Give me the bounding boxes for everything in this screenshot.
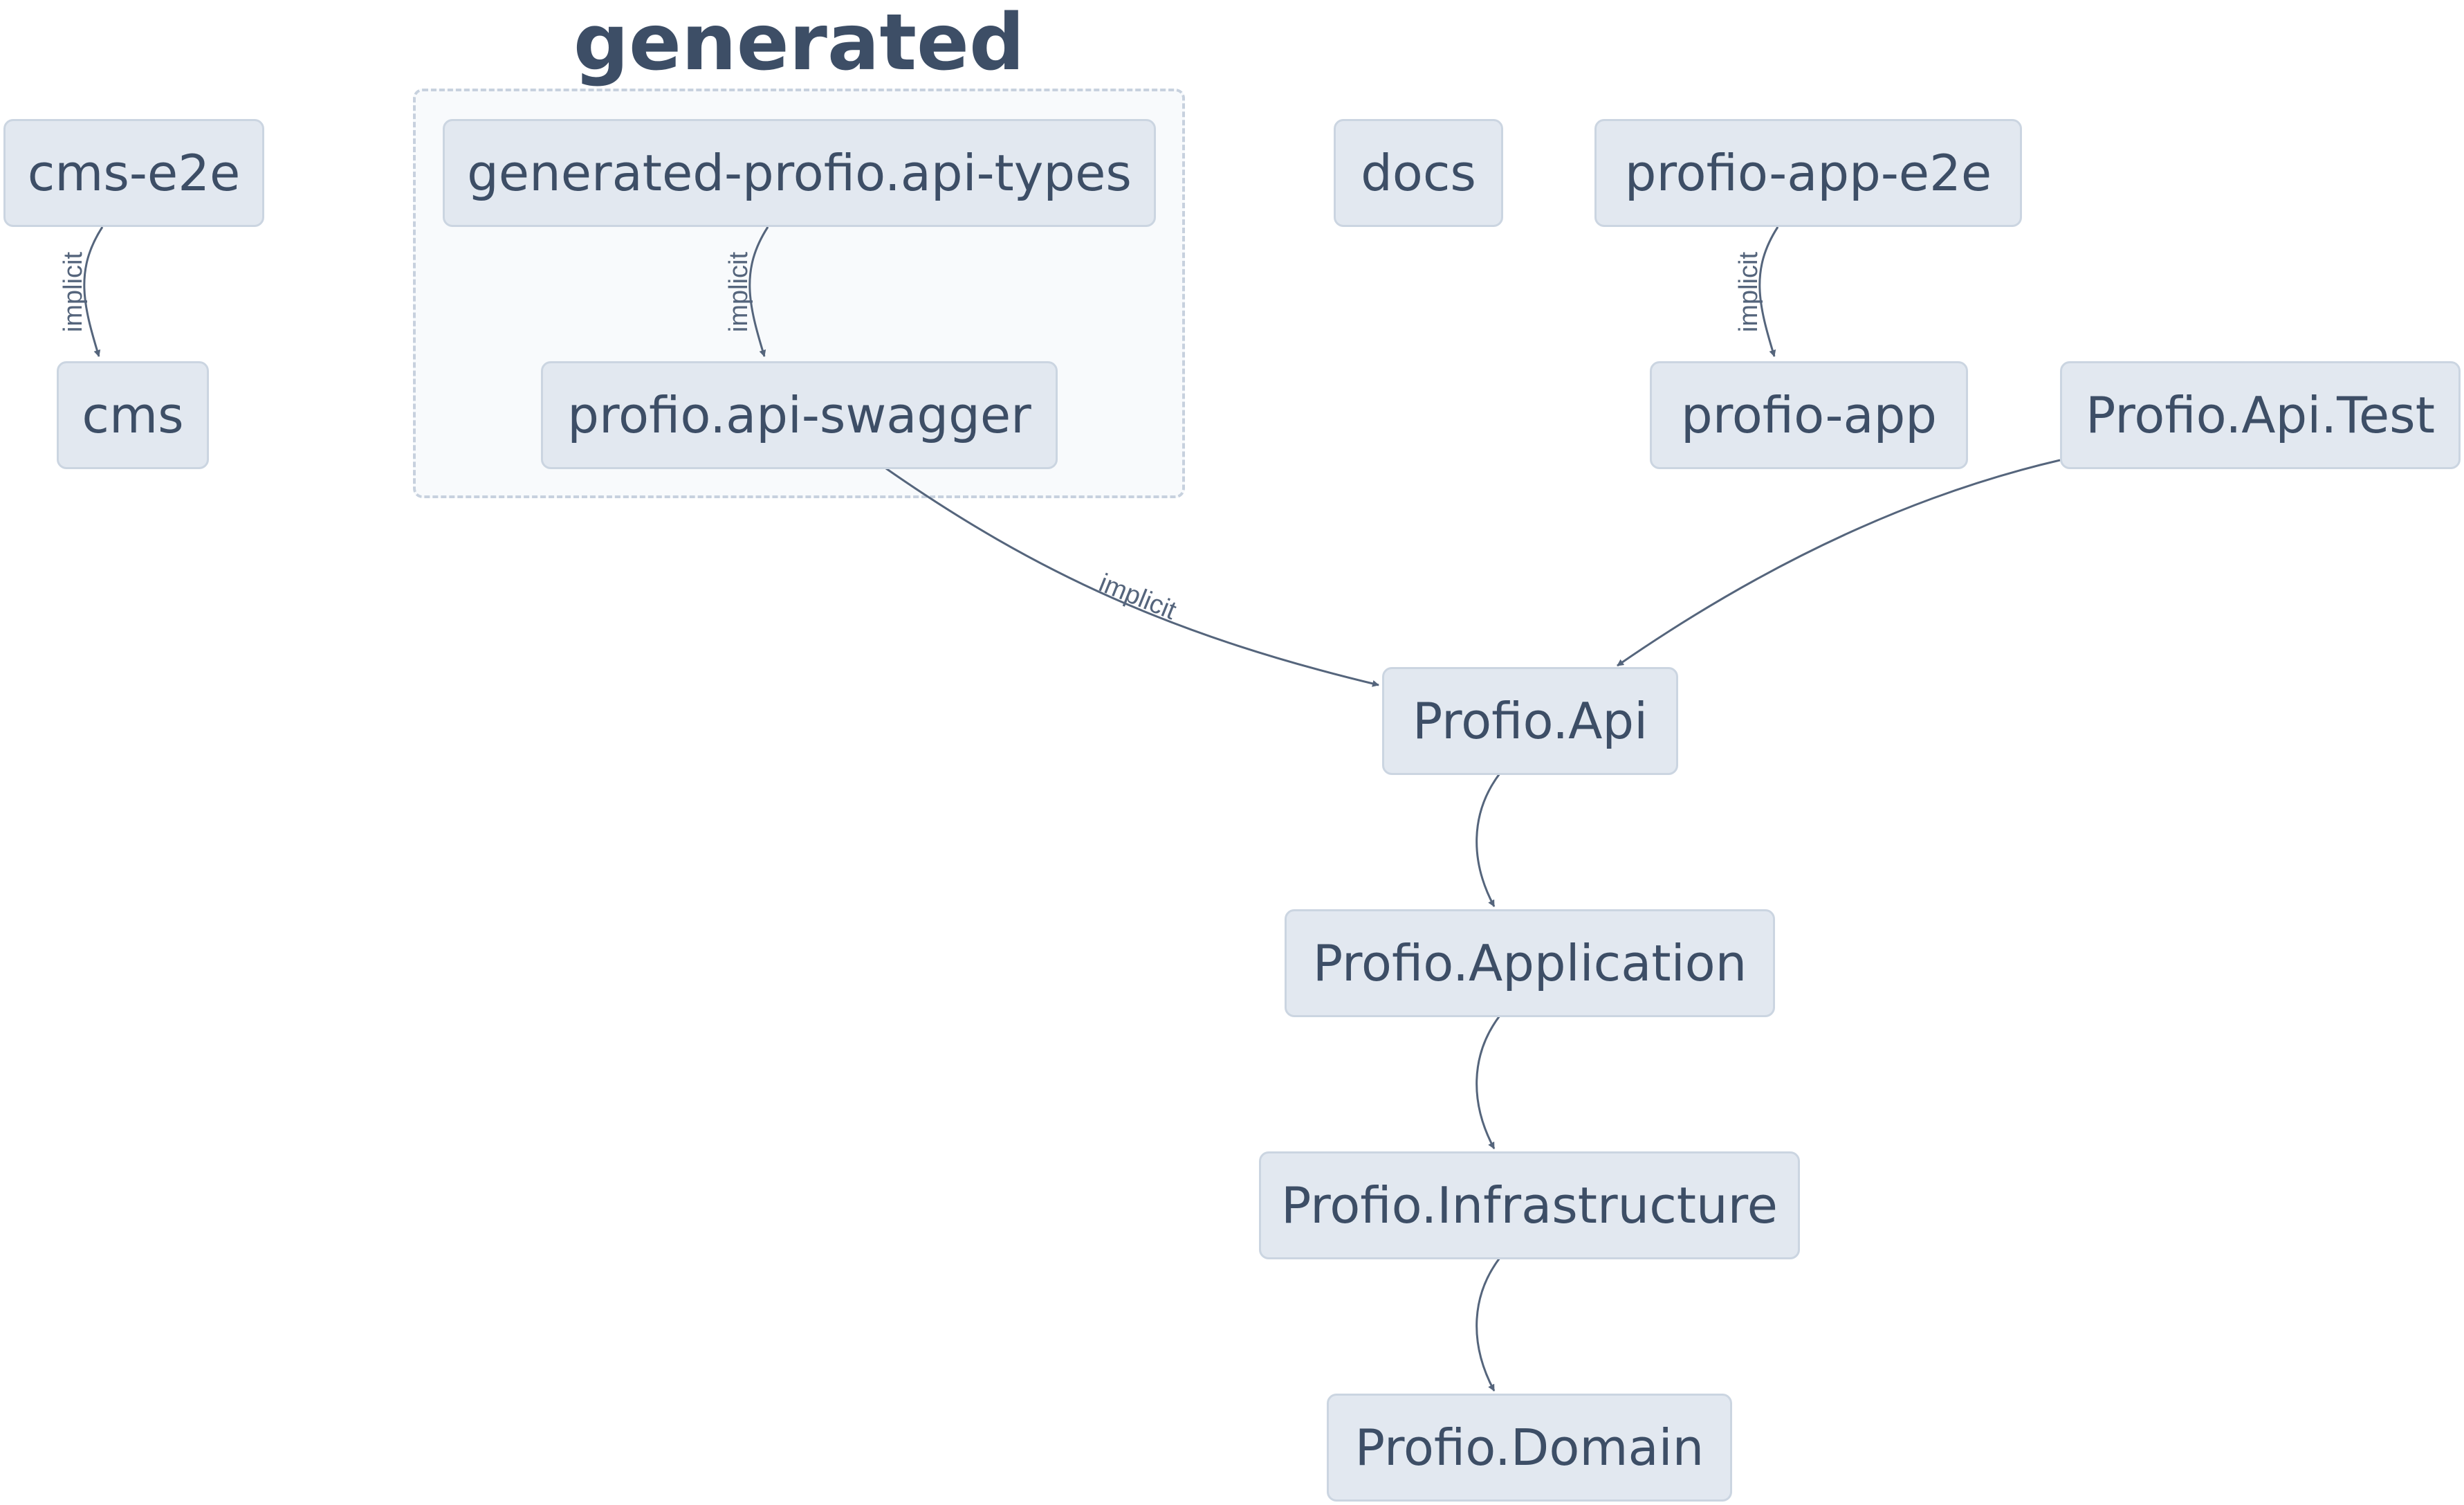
- node-profio-application[interactable]: Profio.Application: [1285, 909, 1775, 1017]
- node-cms-e2e[interactable]: cms-e2e: [3, 119, 264, 227]
- node-docs[interactable]: docs: [1334, 119, 1503, 227]
- node-profio-infrastructure[interactable]: Profio.Infrastructure: [1259, 1151, 1800, 1259]
- edge-api-to-application: [1475, 773, 1501, 907]
- edge-label-api-types-api-swagger: implicit: [724, 252, 753, 333]
- node-profio-app[interactable]: profio-app: [1650, 361, 1968, 469]
- node-profio-api-test[interactable]: Profio.Api.Test: [2060, 361, 2461, 469]
- node-label: Profio.Api: [1412, 692, 1648, 750]
- edge-application-to-infrastructure: [1475, 1015, 1501, 1149]
- node-label: docs: [1361, 144, 1476, 202]
- node-label: Profio.Infrastructure: [1281, 1176, 1778, 1234]
- edge-api-swagger-to-api: [883, 466, 1379, 687]
- edge-label-app-e2e-app: implicit: [1734, 252, 1763, 333]
- node-generated-profio-api-types[interactable]: generated-profio.api-types: [443, 119, 1156, 227]
- edge-label-cms-e2e-cms: implicit: [59, 252, 88, 333]
- node-label: cms-e2e: [27, 144, 241, 202]
- edge-cms-e2e-to-cms: [83, 226, 104, 357]
- node-label: Profio.Api.Test: [2086, 386, 2435, 444]
- node-label: profio-app-e2e: [1624, 144, 1992, 202]
- node-label: profio-app: [1680, 386, 1938, 444]
- edge-app-e2e-to-app: [1758, 226, 1779, 357]
- node-label: Profio.Application: [1312, 934, 1747, 992]
- node-profio-api-swagger[interactable]: profio.api-swagger: [541, 361, 1058, 469]
- edge-api-types-to-api-swagger: [748, 226, 769, 357]
- node-profio-domain[interactable]: Profio.Domain: [1327, 1394, 1732, 1502]
- node-profio-app-e2e[interactable]: profio-app-e2e: [1594, 119, 2022, 227]
- group-generated-title: generated: [573, 0, 1025, 88]
- node-label: profio.api-swagger: [567, 386, 1031, 444]
- node-label: cms: [82, 386, 184, 444]
- node-label: Profio.Domain: [1354, 1419, 1704, 1477]
- node-profio-api[interactable]: Profio.Api: [1382, 667, 1678, 775]
- edge-infrastructure-to-domain: [1475, 1257, 1501, 1392]
- node-cms[interactable]: cms: [57, 361, 209, 469]
- edge-label-api-swagger-api: implicit: [1095, 569, 1181, 626]
- node-label: generated-profio.api-types: [467, 144, 1132, 202]
- edge-api-test-to-api: [1617, 459, 2061, 667]
